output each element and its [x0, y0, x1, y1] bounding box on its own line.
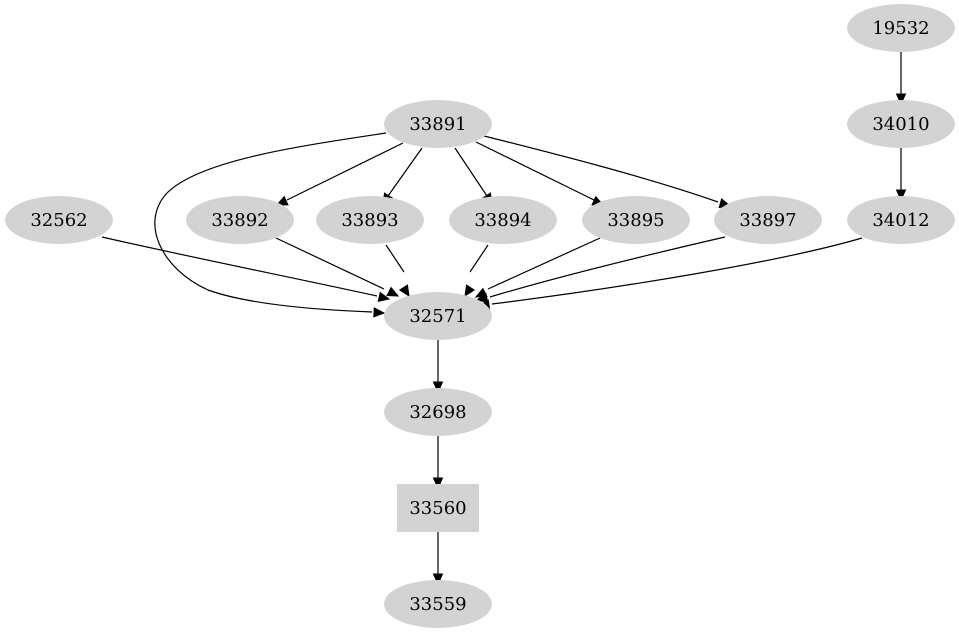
node-label: 33897 — [739, 210, 796, 231]
edge-33891-to-33892 — [275, 142, 404, 206]
edge-line — [101, 236, 378, 297]
arrowhead — [432, 381, 444, 394]
node-ellipse — [186, 196, 294, 244]
edge-line — [275, 237, 385, 290]
edge-line — [454, 147, 488, 197]
edge-33891-to-33893 — [382, 147, 423, 206]
node-ellipse — [384, 580, 492, 628]
node-32698: 32698 — [384, 388, 492, 436]
edge-33891-to-32571 — [154, 132, 387, 318]
arrowhead — [373, 307, 386, 318]
arrowhead — [377, 291, 391, 302]
edge-33895-to-32571 — [474, 237, 601, 298]
edge-line — [489, 236, 726, 298]
edges-layer — [101, 52, 907, 586]
node-33895: 33895 — [582, 196, 690, 244]
edge-33893-to-32571 — [385, 244, 410, 298]
edge-line — [286, 142, 404, 201]
edge-33894-to-32571 — [464, 244, 489, 298]
node-34010: 34010 — [847, 100, 955, 148]
arrowhead — [432, 573, 444, 586]
arrowhead — [398, 284, 410, 298]
node-33894: 33894 — [449, 196, 557, 244]
node-label: 33894 — [474, 210, 531, 231]
node-label: 33559 — [409, 594, 466, 615]
edge-33891-to-33895 — [475, 141, 605, 206]
edge-32698-to-33560 — [432, 436, 444, 490]
node-32562: 32562 — [5, 196, 113, 244]
edge-line — [154, 132, 387, 313]
node-ellipse — [384, 292, 492, 340]
edge-34010-to-34012 — [895, 148, 907, 202]
node-label: 33892 — [211, 210, 268, 231]
node-ellipse — [582, 196, 690, 244]
node-33892: 33892 — [186, 196, 294, 244]
arrowhead — [475, 292, 489, 303]
edge-33891-to-33894 — [454, 147, 493, 206]
node-box — [397, 484, 479, 532]
edge-line — [385, 244, 405, 273]
node-label: 33893 — [341, 210, 398, 231]
edge-line — [469, 244, 489, 273]
node-label: 34012 — [872, 210, 929, 231]
edge-33897-to-32571 — [475, 236, 726, 303]
edge-line — [483, 135, 719, 203]
arrowhead — [895, 93, 907, 106]
edge-32571-to-32698 — [432, 340, 444, 394]
arrowhead — [464, 284, 476, 298]
node-33560: 33560 — [397, 484, 479, 532]
node-ellipse — [847, 4, 955, 52]
arrowhead — [432, 477, 444, 490]
node-ellipse — [5, 196, 113, 244]
edge-32562-to-32571 — [101, 236, 391, 302]
node-33893: 33893 — [316, 196, 424, 244]
node-33897: 33897 — [714, 196, 822, 244]
edge-19532-to-34010 — [895, 52, 907, 106]
node-32571: 32571 — [384, 292, 492, 340]
node-ellipse — [847, 100, 955, 148]
arrowhead — [275, 195, 289, 206]
node-33559: 33559 — [384, 580, 492, 628]
node-ellipse — [384, 388, 492, 436]
node-19532: 19532 — [847, 4, 955, 52]
edge-line — [387, 147, 423, 197]
edge-33892-to-32571 — [275, 237, 400, 297]
node-label: 33560 — [409, 498, 466, 519]
node-label: 19532 — [872, 18, 929, 39]
edge-33560-to-33559 — [432, 532, 444, 586]
nodes-layer: 19532 34010 33891 34012 32562 33892 33893 33894… — [5, 4, 955, 628]
edge-line — [487, 237, 601, 290]
node-33891: 33891 — [384, 100, 492, 148]
node-label: 32562 — [30, 210, 87, 231]
node-label: 32698 — [409, 402, 466, 423]
node-ellipse — [384, 100, 492, 148]
node-ellipse — [316, 196, 424, 244]
node-ellipse — [847, 196, 955, 244]
node-label: 33891 — [409, 114, 466, 135]
node-label: 33895 — [607, 210, 664, 231]
node-ellipse — [714, 196, 822, 244]
node-ellipse — [449, 196, 557, 244]
edge-33891-to-33897 — [483, 135, 732, 209]
edge-line — [475, 141, 595, 201]
node-label: 34010 — [872, 114, 929, 135]
arrowhead — [895, 189, 907, 202]
edge-34012-to-32571 — [477, 237, 863, 310]
edge-line — [491, 237, 863, 305]
arrowhead — [386, 286, 400, 297]
node-34012: 34012 — [847, 196, 955, 244]
node-label: 32571 — [409, 306, 466, 327]
